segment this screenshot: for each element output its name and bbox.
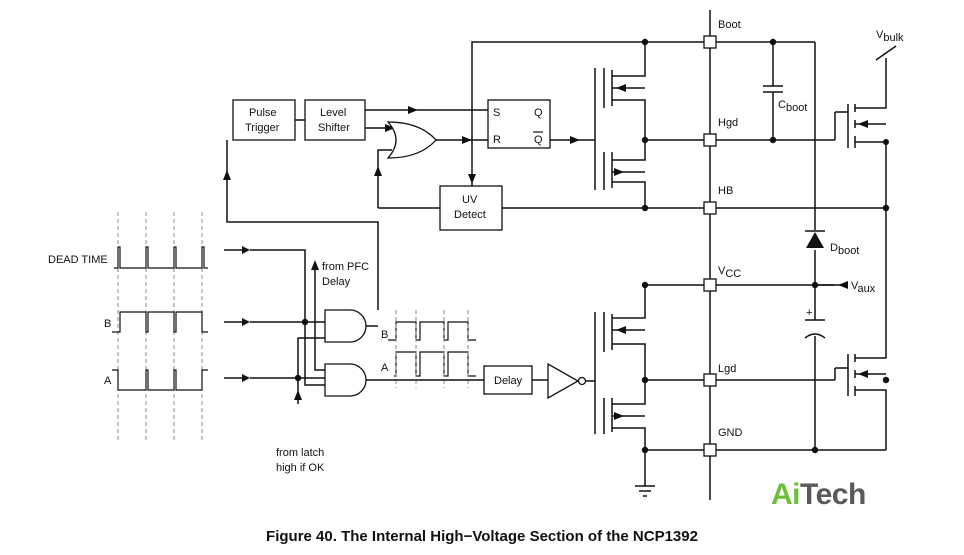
uv-detect-line1: UV [462,194,478,206]
level-shifter-line1: Level [320,107,346,119]
pin-hb-label: HB [718,185,733,197]
pin-boot-label: Boot [718,19,741,31]
sr-latch [487,99,551,149]
uv-detect-line2: Detect [454,209,486,221]
vbulk-label: Vbulk [876,29,904,44]
latch-s: S [493,107,500,119]
or-gate [386,121,437,159]
and-gate-a [324,363,367,397]
from-pfc-line1: from PFC [322,261,369,273]
from-pfc-line2: Delay [322,276,351,288]
pin-hgd-label: Hgd [718,117,738,129]
low-side-driver [594,281,710,497]
inverter-buffer [547,362,595,400]
pulse-trigger-line2: Trigger [245,122,280,134]
and-gate-b [324,309,367,343]
or-gate-second-input [374,149,440,209]
from-latch-line2: high if OK [276,462,325,474]
from-latch-line1: from latch [276,447,324,459]
a-label: A [104,375,112,387]
external-wiring [716,38,890,454]
pulse-trigger-feed [223,140,379,310]
latch-qbar: Q [534,134,543,146]
out-a-label: A [381,362,389,374]
latch-q: Q [534,107,543,119]
pin-vcc-label: VCC [718,265,741,280]
pin-pads [703,35,717,457]
output-waveforms [366,310,484,388]
b-label: B [104,318,111,330]
cboot-capacitor [763,42,783,140]
uv-detect-block [439,185,503,231]
gate-input-wiring [250,249,325,404]
cboot-label: Cboot [778,99,807,114]
b-waveform [112,311,208,333]
timing-guides [117,212,203,442]
vaux-label: Vaux [851,280,876,295]
vcc-capacitor [804,319,826,339]
level-shifter-line2: Shifter [318,122,350,134]
delay-label: Delay [494,375,523,387]
dboot-diode [805,230,825,248]
vaux-input [815,281,848,289]
dead-time-label: DEAD TIME [48,254,108,266]
a-waveform [112,369,208,391]
figure-caption: Figure 40. The Internal High−Voltage Sec… [266,528,698,545]
aitech-watermark: AiTech [771,478,866,511]
input-arrows [224,246,250,382]
dboot-label: Dboot [830,242,859,257]
uv-boot-feed [468,41,710,186]
level-shifter-outputs [365,106,488,132]
cap-plus-label: + [806,307,812,319]
pulse-trigger-block [232,99,296,141]
pulse-trigger-line1: Pulse [249,107,277,119]
high-side-driver [580,38,710,212]
low-side-mosfet [834,208,887,450]
high-side-mosfet [834,45,897,208]
out-b-label: B [381,329,388,341]
pin-gnd-label: GND [718,427,743,439]
pin-lgd-label: Lgd [718,363,736,375]
level-shifter-block [304,99,366,141]
dead-time-waveform [114,246,208,269]
latch-r: R [493,134,501,146]
